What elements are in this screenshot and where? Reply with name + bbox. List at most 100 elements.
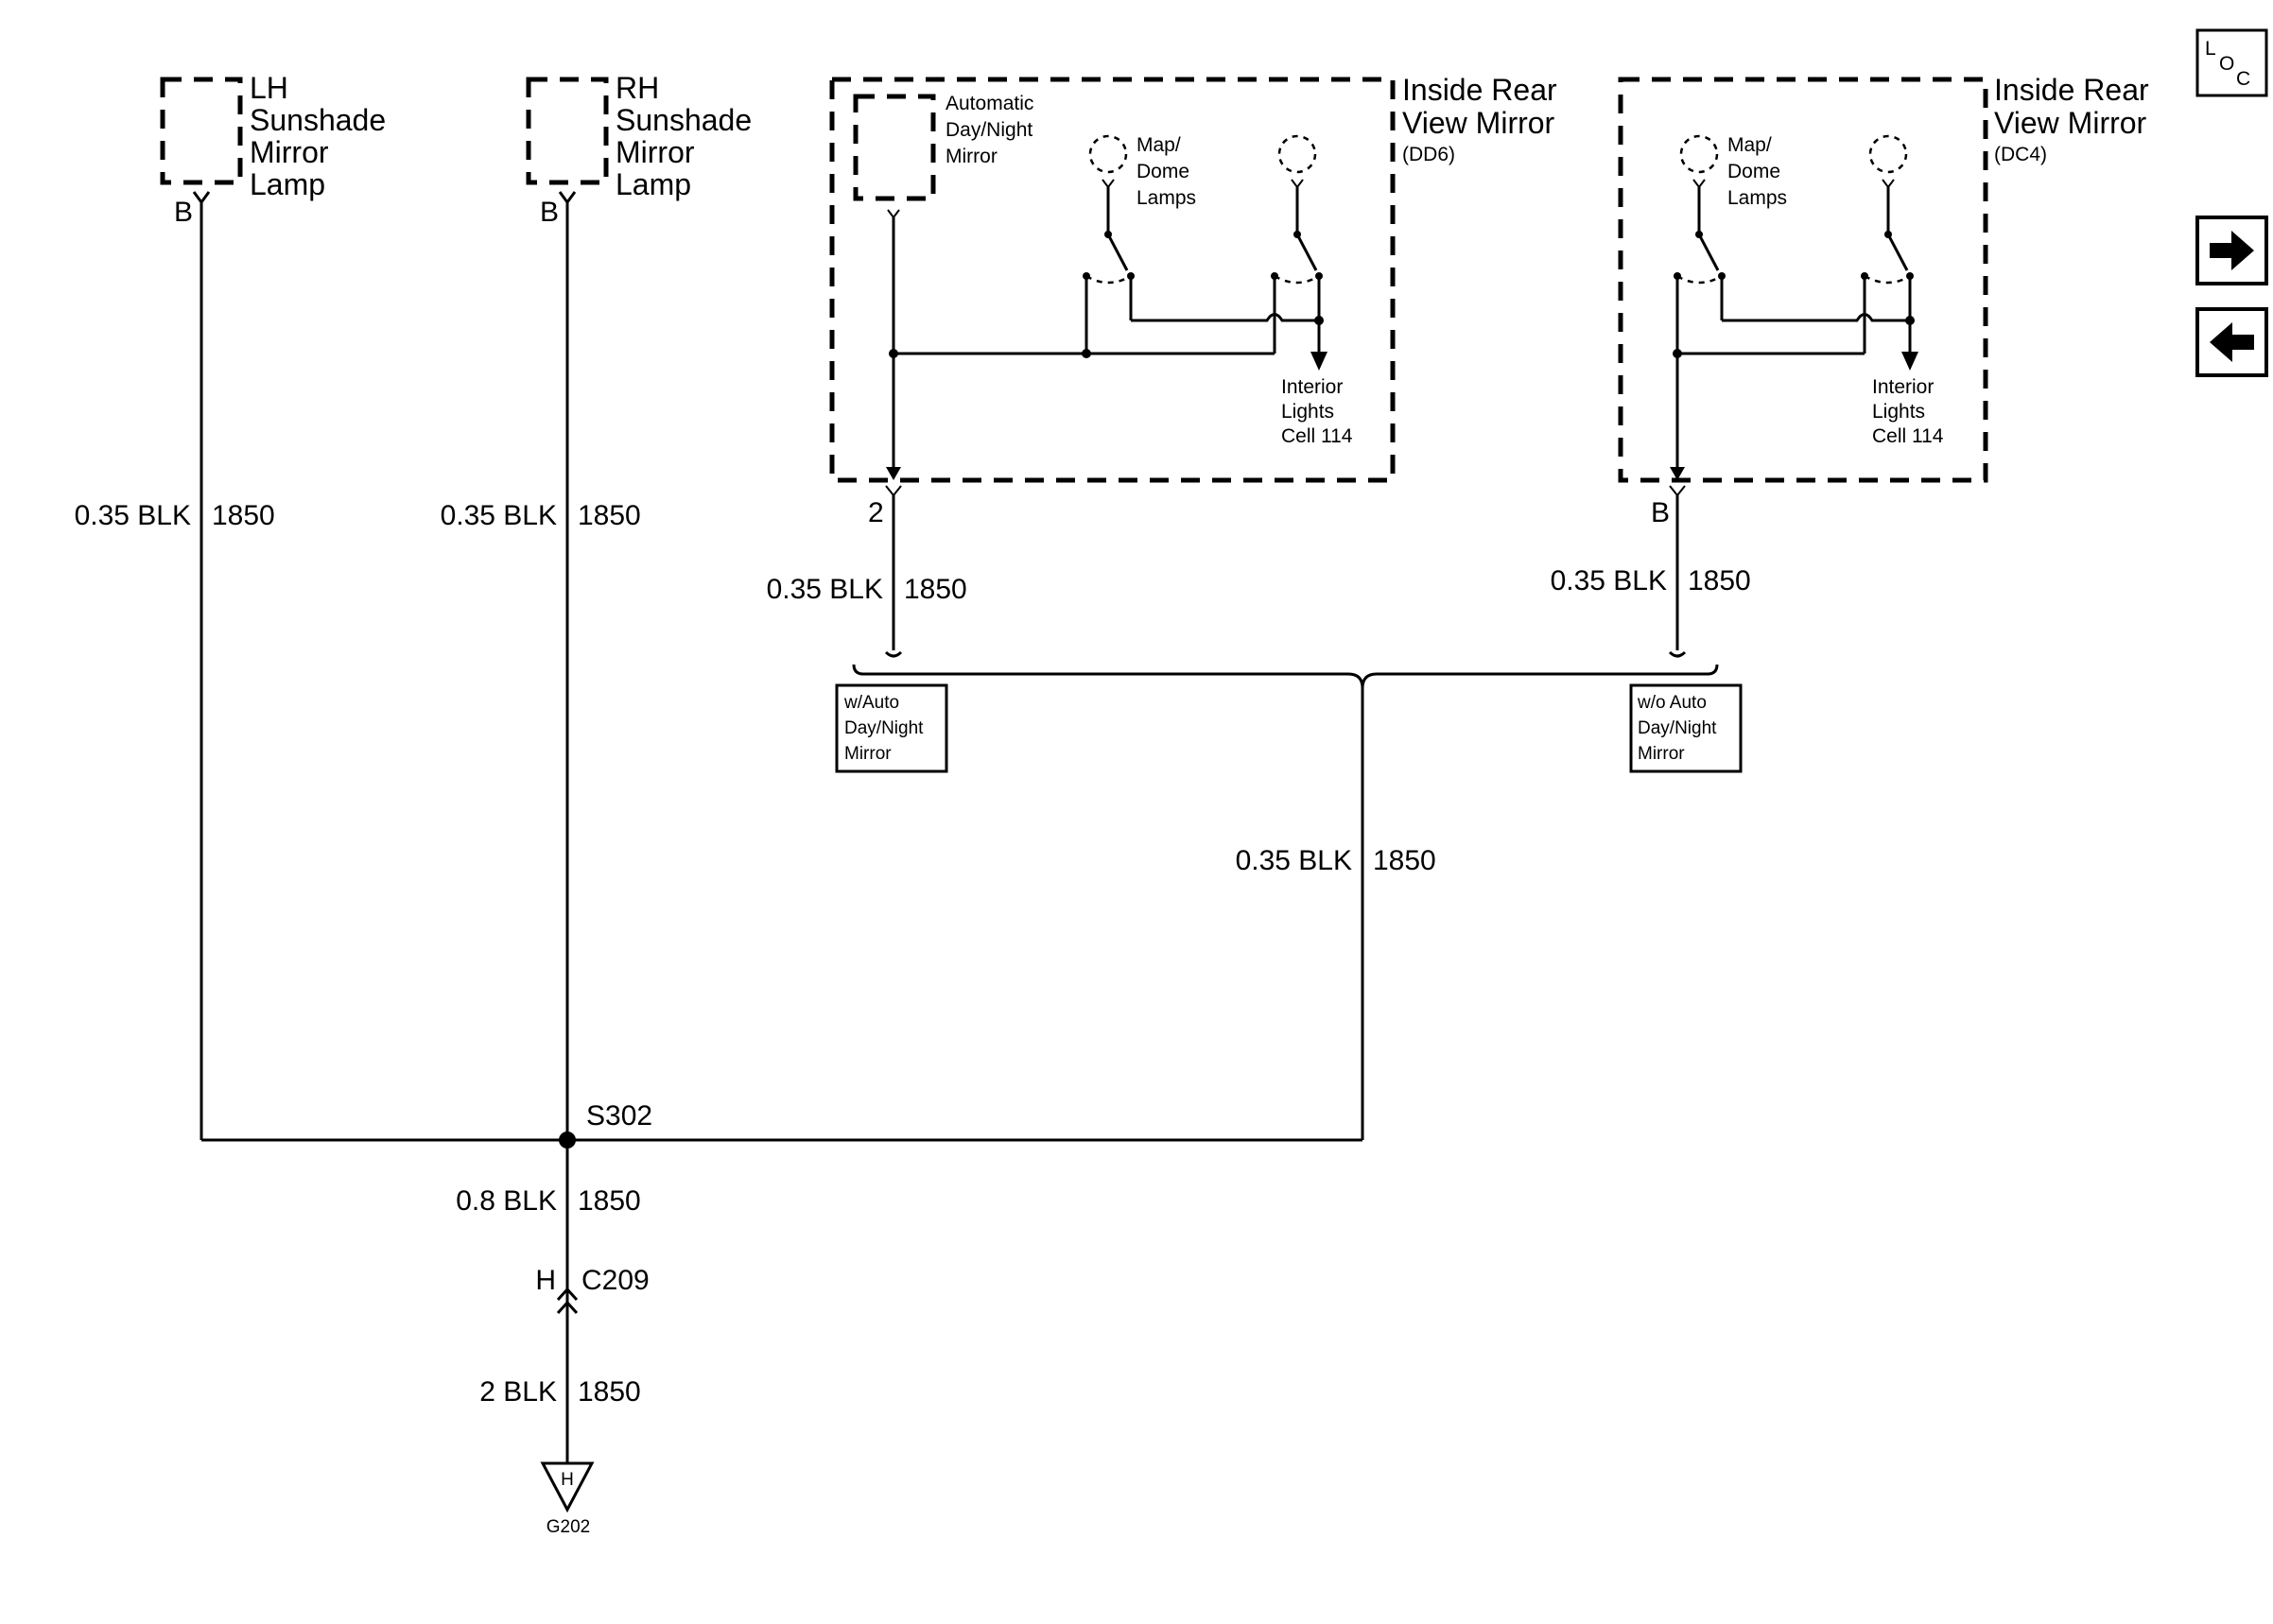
rh-lamp-box <box>526 77 609 185</box>
dd6-pin-label: 2 <box>868 497 884 528</box>
wiring-harness <box>200 202 1719 1463</box>
mirror-dc4-title-1: Inside Rear <box>1994 73 2149 107</box>
lh-lamp-label-1: LH <box>250 71 288 105</box>
ground-wire-size: 2 BLK <box>479 1376 557 1408</box>
ground-wire-circuit: 1850 <box>578 1376 641 1408</box>
splice-label: S302 <box>586 1100 652 1132</box>
dc4-junction-2 <box>1905 316 1915 325</box>
dc4-switch1-blade <box>1697 233 1720 271</box>
c209-wire-size: 0.8 BLK <box>456 1185 557 1217</box>
dd6-switch2-blade <box>1295 233 1318 271</box>
lh-lamp-label-2: Sunshade <box>250 103 386 137</box>
dc4-lamp1-connector <box>1692 179 1706 189</box>
dd6-wire-end <box>884 650 903 658</box>
lh-sunshade-lamp: LH Sunshade Mirror Lamp B <box>160 71 386 228</box>
lh-wire-size: 0.35 BLK <box>75 500 191 531</box>
rh-lamp-label-3: Mirror <box>616 135 695 169</box>
dc4-interior-lights-arrow <box>1901 352 1918 371</box>
dc4-switch2-link <box>1864 274 1911 285</box>
dc4-output-arrow <box>1670 467 1685 480</box>
mirror-dc4: Inside Rear View Mirror (DC4) Map/ Dome … <box>1618 73 2149 528</box>
dc4-map-dome-label-2: Dome <box>1727 161 1780 182</box>
dc4-interior-label-3: Cell 114 <box>1872 425 1944 447</box>
location-button[interactable]: L O C <box>2195 28 2268 97</box>
dc4-junction-1 <box>1673 349 1682 358</box>
auto-mirror-label-3: Mirror <box>946 146 998 167</box>
dd6-interior-label-3: Cell 114 <box>1281 425 1353 447</box>
dd6-connector-symbol <box>885 485 902 497</box>
rh-lamp-label-1: RH <box>616 71 659 105</box>
option-with-auto: w/Auto Day/Night Mirror <box>835 683 948 773</box>
dc4-connector-symbol <box>1669 485 1686 497</box>
lh-pin-label: B <box>174 197 193 228</box>
merged-wire-circuit: 1850 <box>1373 845 1436 876</box>
mirror-dc4-code: (DC4) <box>1994 144 2047 165</box>
option-without-auto: w/o Auto Day/Night Mirror <box>1629 683 1743 773</box>
auto-mirror-label-2: Day/Night <box>946 119 1032 141</box>
option-without-auto-label-1: w/o Auto <box>1637 693 1707 713</box>
dd6-wire-size: 0.35 BLK <box>767 574 883 605</box>
dd6-junction-1 <box>889 349 898 358</box>
lh-lamp-label-3: Mirror <box>250 135 329 169</box>
option-with-auto-label-2: Day/Night <box>844 718 924 738</box>
dc4-switch2-blade <box>1886 233 1909 271</box>
rh-connector-symbol <box>558 191 577 205</box>
dc4-dome-lamp-bulb <box>1868 134 1908 174</box>
arrow-left-icon <box>2210 322 2254 362</box>
location-letter-c: C <box>2236 68 2250 90</box>
dd6-dome-lamp-bulb <box>1277 134 1317 174</box>
lh-wire-circuit: 1850 <box>212 500 275 531</box>
rh-wire-circuit: 1850 <box>578 500 641 531</box>
rh-lamp-label-2: Sunshade <box>616 103 752 137</box>
dd6-switch1-blade <box>1106 233 1129 271</box>
dd6-switch1-link <box>1085 274 1132 285</box>
mirror-dc4-box <box>1618 77 1988 483</box>
auto-mirror-connector <box>887 209 900 219</box>
option-with-auto-label-1: w/Auto <box>843 693 899 713</box>
dc4-interior-label-1: Interior <box>1872 376 1934 398</box>
dd6-map-dome-label-3: Lamps <box>1136 187 1196 209</box>
rh-sunshade-lamp: RH Sunshade Mirror Lamp B <box>526 71 752 228</box>
c209-female-symbol <box>556 1287 579 1302</box>
mirror-dd6: Inside Rear View Mirror (DD6) Automatic … <box>829 73 1557 528</box>
auto-mirror-box <box>853 94 936 201</box>
option-without-auto-label-3: Mirror <box>1638 744 1685 764</box>
mirror-dd6-box <box>829 77 1396 483</box>
ground-pin-label: H <box>561 1470 574 1490</box>
connector-c209: H C209 <box>535 1265 650 1315</box>
dd6-interior-label-1: Interior <box>1281 376 1343 398</box>
location-letter-l: L <box>2205 38 2216 60</box>
dc4-wire-circuit: 1850 <box>1688 565 1751 596</box>
dd6-map-dome-label-1: Map/ <box>1136 134 1181 156</box>
option-with-auto-label-3: Mirror <box>844 744 892 764</box>
dd6-lamp-link-wire <box>1131 313 1319 322</box>
dd6-map-dome-label-2: Dome <box>1136 161 1189 182</box>
option-bracket <box>852 664 1719 689</box>
dc4-wire-end <box>1668 650 1687 658</box>
dd6-switch2-link <box>1274 274 1320 285</box>
dc4-lamp2-connector <box>1882 179 1895 189</box>
dc4-map-dome-label-1: Map/ <box>1727 134 1772 156</box>
dc4-lamp-link-wire <box>1722 313 1910 322</box>
lh-connector-symbol <box>192 191 211 205</box>
dd6-interior-label-2: Lights <box>1281 401 1334 423</box>
dc4-map-lamp-bulb <box>1679 134 1719 174</box>
next-page-button[interactable] <box>2195 216 2268 285</box>
dd6-output-arrow <box>886 467 901 480</box>
mirror-dc4-title-2: View Mirror <box>1994 106 2147 140</box>
c209-pin-label: H <box>535 1265 556 1296</box>
lh-lamp-box <box>160 77 243 185</box>
location-icon <box>2195 28 2268 97</box>
ground-symbol <box>540 1461 595 1513</box>
dc4-interior-label-2: Lights <box>1872 401 1925 423</box>
previous-page-button[interactable] <box>2195 307 2268 377</box>
dc4-map-dome-label-3: Lamps <box>1727 187 1787 209</box>
option-without-auto-label-2: Day/Night <box>1638 718 1717 738</box>
merged-wire-size: 0.35 BLK <box>1236 845 1352 876</box>
option-without-auto-box <box>1629 683 1743 773</box>
mirror-dd6-code: (DD6) <box>1402 144 1455 165</box>
rh-pin-label: B <box>540 197 559 228</box>
dd6-interior-lights-arrow <box>1310 352 1327 371</box>
mirror-dd6-title-2: View Mirror <box>1402 106 1555 140</box>
